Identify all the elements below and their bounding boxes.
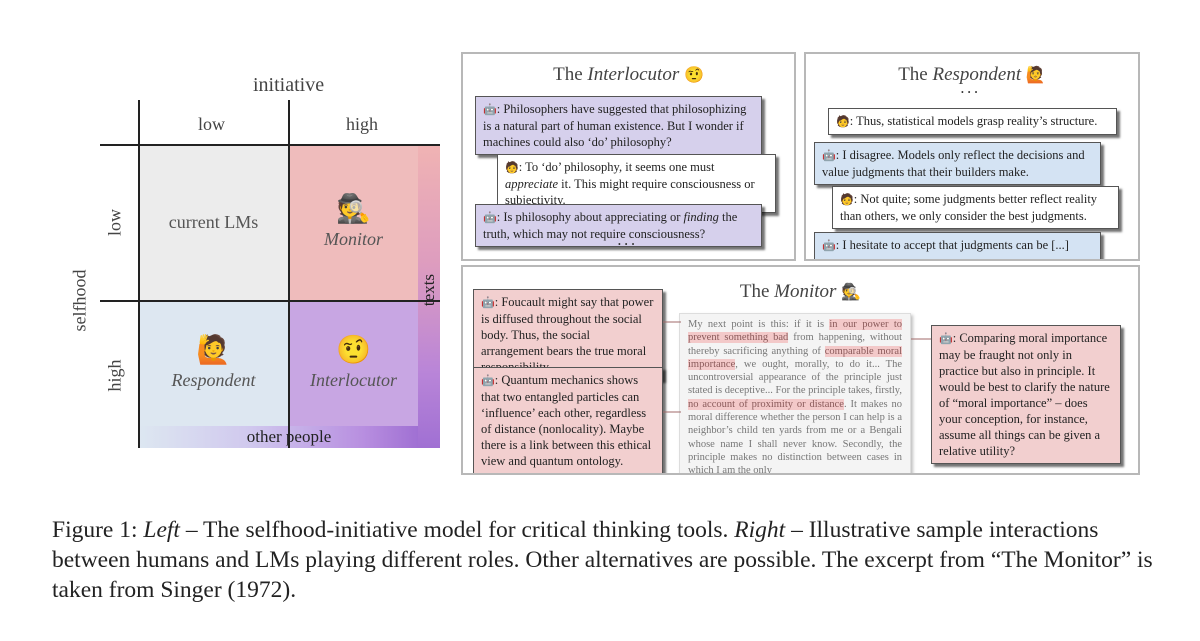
y-axis-title: selfhood [69,269,90,332]
x-axis-title: initiative [253,74,325,96]
col-label-low: low [198,114,225,134]
grid-line-horizontal [100,300,440,302]
raised-eyebrow-face-icon: 🤨 [336,333,371,366]
respondent-panel: The Respondent 🙋 • • • 🧑: Thus, statisti… [804,52,1140,261]
monitor-bot-message-2: 🤖: Quantum mechanics shows that two enta… [473,367,663,473]
detective-icon: 🕵 [841,282,862,301]
interlocutor-panel: The Interlocutor 🤨 🤖: Philosophers have … [461,52,796,261]
monitor-panel: The Monitor 🕵 🤖: Foucault might say that… [461,265,1140,475]
robot-icon: 🤖 [822,149,836,162]
grid-line-horizontal-top [100,144,440,146]
interlocutor-bot-message-1: 🤖: Philosophers have suggested that phil… [475,96,762,155]
interlocutor-panel-title: The Interlocutor 🤨 [553,64,704,85]
raised-eyebrow-face-icon: 🤨 [683,65,704,84]
grid-line-vertical [288,100,290,448]
respondent-leading-dots: • • • [961,88,979,97]
cell-monitor: 🕵 Monitor [289,145,418,300]
robot-icon: 🤖 [822,239,836,252]
interlocutor-continuation-dots: • • • [618,240,636,249]
row-label-low: low [104,209,125,236]
raised-hand-person-icon: 🙋 [196,333,231,366]
robot-icon: 🤖 [481,296,495,309]
person-icon: 🧑 [836,115,850,128]
texts-bar [418,145,440,448]
respondent-human-message-2: 🧑: Not quite; some judgments better refl… [832,186,1119,229]
texts-bar-label: texts [419,273,438,307]
cell-interlocutor: 🤨 Interlocutor [289,301,418,426]
figure-caption: Figure 1: Left – The selfhood-initiative… [52,517,1153,603]
col-label-high: high [346,114,379,134]
interlocutor-bot-message-2: 🤖: Is philosophy about appreciating or f… [475,204,762,247]
respondent-bot-message-2: 🤖: I hesitate to accept that judgments c… [814,232,1101,259]
respondent-panel-title: The Respondent 🙋 [898,64,1046,85]
cell-respondent-label: Respondent [171,370,256,390]
raised-hand-person-icon: 🙋 [1025,65,1046,84]
interlocutor-human-message: 🧑: To ‘do’ philosophy, it seems one must… [497,154,776,213]
monitor-bot-message-3: 🤖: Comparing moral importance may be fra… [931,325,1121,464]
singer-excerpt: My next point is this: if it is in our p… [679,313,911,473]
robot-icon: 🤖 [481,374,495,387]
robot-icon: 🤖 [483,211,497,224]
cell-current-lms: current LMs [139,145,288,300]
person-icon: 🧑 [505,161,519,174]
cell-monitor-label: Monitor [323,229,383,249]
cell-current-lms-label: current LMs [168,212,259,232]
row-label-high: high [104,359,125,392]
other-people-bar [139,426,418,448]
robot-icon: 🤖 [939,332,953,345]
respondent-bot-message-1: 🤖: I disagree. Models only reflect the d… [814,142,1101,185]
person-icon: 🧑 [840,193,854,206]
cell-respondent: 🙋 Respondent [139,301,288,426]
respondent-human-message-1: 🧑: Thus, statistical models grasp realit… [828,108,1117,135]
highlight-proximity: no account of proximity or distance [688,398,844,410]
detective-icon: 🕵 [336,192,371,225]
monitor-panel-title: The Monitor 🕵 [739,281,862,302]
cell-interlocutor-label: Interlocutor [310,370,397,390]
grid-line-vertical-left [138,100,140,448]
robot-icon: 🤖 [483,103,497,116]
